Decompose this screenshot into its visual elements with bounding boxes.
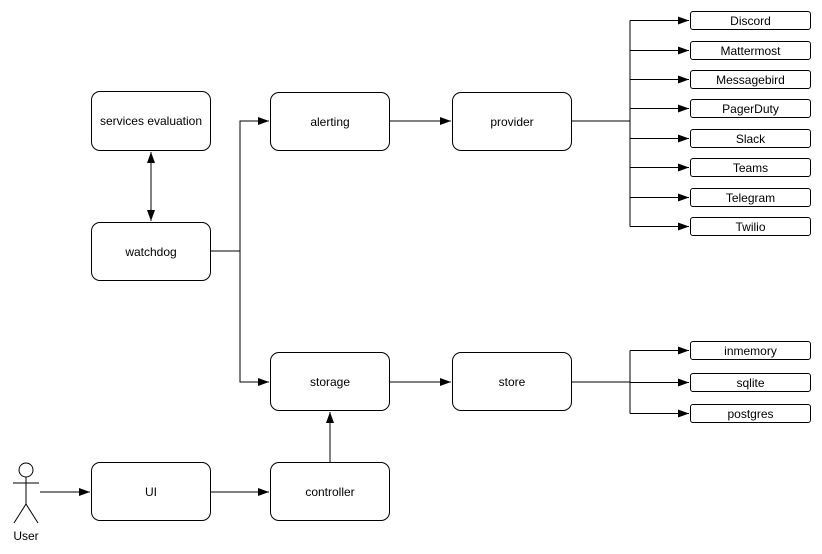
node-label: store — [498, 374, 526, 389]
node-slack: Slack — [690, 129, 811, 148]
node-alerting: alerting — [270, 92, 390, 151]
node-label: watchdog — [125, 244, 177, 259]
node-store: store — [452, 352, 572, 411]
node-label: Mattermost — [720, 43, 781, 58]
node-postgres: postgres — [690, 404, 811, 423]
node-twilio: Twilio — [690, 217, 811, 236]
node-label: PagerDuty — [722, 101, 779, 116]
node-pagerduty: PagerDuty — [690, 99, 811, 118]
user-actor-label: User — [13, 529, 39, 543]
node-inmemory: inmemory — [690, 341, 811, 360]
node-label: sqlite — [736, 375, 765, 390]
node-label: storage — [309, 374, 351, 389]
node-provider: provider — [452, 92, 572, 151]
node-telegram: Telegram — [690, 188, 811, 207]
node-label: Slack — [735, 131, 766, 146]
edge-watchdog-storage — [239, 251, 269, 386]
node-label: Discord — [730, 13, 771, 28]
node-label: provider — [490, 114, 534, 129]
node-label: Twilio — [735, 219, 766, 234]
node-mattermost: Mattermost — [690, 41, 811, 60]
node-label: alerting — [310, 114, 350, 129]
node-label: Teams — [732, 160, 769, 175]
user-actor-icon — [13, 462, 39, 524]
node-services-evaluation: services evaluation — [91, 91, 211, 151]
node-label: controller — [305, 484, 355, 499]
node-label: Telegram — [725, 190, 776, 205]
edge-watchdog-alerting — [211, 117, 269, 252]
node-controller: controller — [270, 462, 390, 521]
node-ui: UI — [91, 462, 211, 521]
node-teams: Teams — [690, 158, 811, 177]
node-label: Messagebird — [716, 72, 785, 87]
node-label: services evaluation — [99, 114, 203, 128]
node-watchdog: watchdog — [91, 222, 211, 281]
node-label: postgres — [727, 406, 774, 421]
node-label: inmemory — [724, 343, 777, 358]
node-label: UI — [145, 484, 157, 499]
node-sqlite: sqlite — [690, 373, 811, 392]
node-messagebird: Messagebird — [690, 70, 811, 89]
node-storage: storage — [270, 352, 390, 411]
node-discord: Discord — [690, 11, 811, 30]
